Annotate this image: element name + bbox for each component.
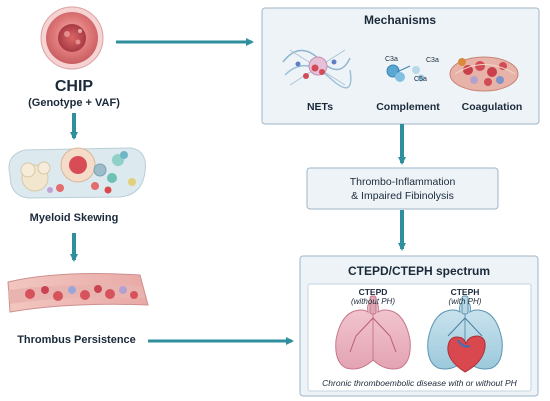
mechanism-label-coagulation: Coagulation	[461, 101, 523, 113]
chip-cell-illustration	[40, 6, 104, 70]
thrombus-persistence-label: Thrombus Persistence	[17, 334, 136, 346]
cteph-name: CTEPH	[450, 287, 480, 297]
mechanisms-title: Mechanisms	[363, 13, 437, 27]
complement-tag-c3a-right: C3a	[426, 57, 439, 64]
thrombus-vessel-illustration	[7, 273, 149, 313]
complement-illustration: C3a C3a C5a	[385, 56, 439, 83]
thrombo-inflammation-line2: & Impaired Fibinolysis	[351, 190, 454, 202]
cteph-lungs-illustration	[427, 295, 503, 373]
chip-title: CHIP	[54, 78, 94, 95]
nets-illustration	[282, 49, 352, 89]
thrombo-inflammation-box	[306, 167, 499, 210]
complement-tag-c3a-left: C3a	[385, 56, 398, 63]
ctepd-lungs-illustration	[335, 295, 411, 370]
ctepd-name: CTEPD	[358, 287, 388, 297]
myeloid-skewing-illustration	[8, 147, 146, 199]
mechanism-label-complement: Complement	[376, 101, 440, 113]
spectrum-title: CTEPD/CTEPH spectrum	[347, 264, 491, 278]
coagulation-illustration	[449, 56, 519, 92]
mechanism-label-nets: NETs	[306, 101, 334, 113]
spectrum-footer: Chronic thromboembolic disease with or w…	[322, 378, 517, 388]
myeloid-skewing-label: Myeloid Skewing	[29, 212, 119, 224]
cteph-note: (with PH)	[448, 297, 482, 306]
complement-tag-c5a: C5a	[414, 76, 427, 83]
thrombo-inflammation-line1: Thrombo-Inflammation	[349, 176, 456, 188]
chip-subtitle: (Genotype + VAF)	[28, 97, 120, 109]
ctepd-note: (without PH)	[350, 297, 395, 306]
